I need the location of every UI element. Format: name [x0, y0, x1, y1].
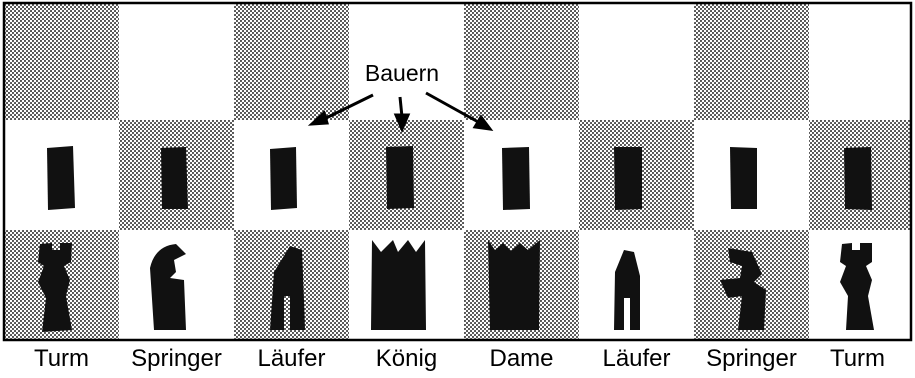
arrow-head	[472, 114, 494, 131]
square-dark	[464, 3, 579, 120]
pawn-row	[47, 146, 872, 210]
pawn-piece	[161, 147, 188, 209]
bishop-piece	[614, 250, 640, 330]
arrow-head	[393, 113, 411, 133]
label-background	[360, 58, 444, 88]
knight-piece	[720, 248, 766, 330]
pawn-piece	[386, 146, 414, 209]
pawn-piece	[614, 147, 642, 210]
bauern-callout: Bauern	[307, 58, 494, 133]
back-row	[38, 240, 874, 332]
pawn-piece	[730, 147, 757, 209]
label-laeufer-left: Läufer	[257, 345, 326, 372]
board-squares	[4, 3, 911, 340]
callout-arrows	[307, 91, 494, 133]
pawn-piece	[47, 146, 75, 210]
rook-piece	[38, 243, 72, 332]
label-laeufer-right: Läufer	[602, 345, 671, 372]
label-koenig: König	[375, 345, 438, 372]
pawn-piece	[844, 147, 872, 210]
label-springer-left: Springer	[131, 345, 222, 372]
knight-piece	[150, 244, 186, 330]
label-turm-right: Turm	[829, 345, 886, 372]
rook-piece	[840, 243, 874, 330]
queen-piece	[488, 240, 540, 330]
bauern-label: Bauern	[365, 60, 439, 86]
label-springer-right: Springer	[706, 345, 797, 372]
square-dark	[4, 3, 119, 120]
label-turm-left: Turm	[33, 345, 90, 372]
board-border	[2, 1, 913, 342]
square-dark	[694, 3, 809, 120]
arrow-head	[307, 110, 329, 126]
bishop-piece	[270, 246, 305, 330]
label-dame: Dame	[489, 345, 554, 372]
square-dark	[234, 3, 349, 120]
pawn-piece	[502, 147, 530, 210]
king-piece	[371, 240, 426, 330]
pawn-piece	[270, 147, 297, 210]
